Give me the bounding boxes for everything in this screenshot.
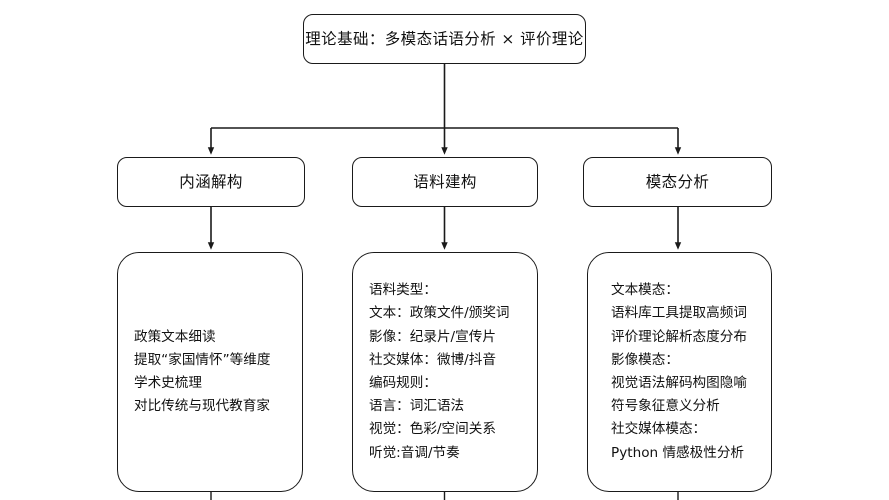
node-detail-corpus-construction[interactable]: 语料类型： 文本：政策文件/颁奖词 影像：纪录片/宣传片 社交媒体：微博/抖音 … [352,252,538,492]
detail-line: 对比传统与现代教育家 [134,398,270,415]
node-branch-connotation-deconstruction[interactable]: 内涵解构 [117,157,305,207]
detail-line: 语料库工具提取高频词 [611,305,747,322]
detail-line: 政策文本细读 [134,328,216,345]
detail-line: Python 情感极性分析 [611,444,745,461]
node-theoretical-foundation[interactable]: 理论基础：多模态话语分析 × 评价理论 [303,14,586,64]
node-detail-connotation-deconstruction[interactable]: 政策文本细读 提取“家国情怀”等维度 学术史梳理 对比传统与现代教育家 [117,252,303,492]
node-b1-label: 内涵解构 [179,172,243,191]
node-c2-body: 语料类型： 文本：政策文件/颁奖词 影像：纪录片/宣传片 社交媒体：微博/抖音 … [353,279,537,465]
detail-line: 学术史梳理 [134,375,202,391]
node-branch-corpus-construction[interactable]: 语料建构 [352,157,538,207]
detail-line: 影像：纪录片/宣传片 [369,328,496,345]
detail-line: 提取“家国情怀”等维度 [134,351,271,368]
detail-line: 语言：词汇语法 [369,398,465,415]
detail-line: 编码规则： [369,375,437,391]
node-root-label: 理论基础：多模态话语分析 × 评价理论 [305,29,584,48]
detail-line: 视觉语法解码构图隐喻 [611,375,747,391]
node-c3-body: 文本模态： 语料库工具提取高频词 评价理论解析态度分布 影像模态： 视觉语法解码… [588,279,771,465]
detail-line: 符号象征意义分析 [611,398,720,415]
node-detail-modality-analysis[interactable]: 文本模态： 语料库工具提取高频词 评价理论解析态度分布 影像模态： 视觉语法解码… [587,252,772,492]
detail-line: 评价理论解析态度分布 [611,328,747,345]
detail-line: 影像模态： [611,351,679,368]
node-b2-label: 语料建构 [413,172,477,191]
detail-line: 社交媒体：微博/抖音 [369,351,496,368]
node-b3-label: 模态分析 [645,172,710,191]
detail-line: 视觉：色彩/空间关系 [369,421,496,438]
detail-line: 社交媒体模态： [611,421,707,438]
node-c1-body: 政策文本细读 提取“家国情怀”等维度 学术史梳理 对比传统与现代教育家 [118,326,302,419]
node-branch-modality-analysis[interactable]: 模态分析 [583,157,772,207]
detail-line: 语料类型： [369,282,437,299]
detail-line: 文本模态： [611,282,679,299]
detail-line: 听觉:音调/节奏 [369,444,460,461]
detail-line: 文本：政策文件/颁奖词 [369,305,510,322]
